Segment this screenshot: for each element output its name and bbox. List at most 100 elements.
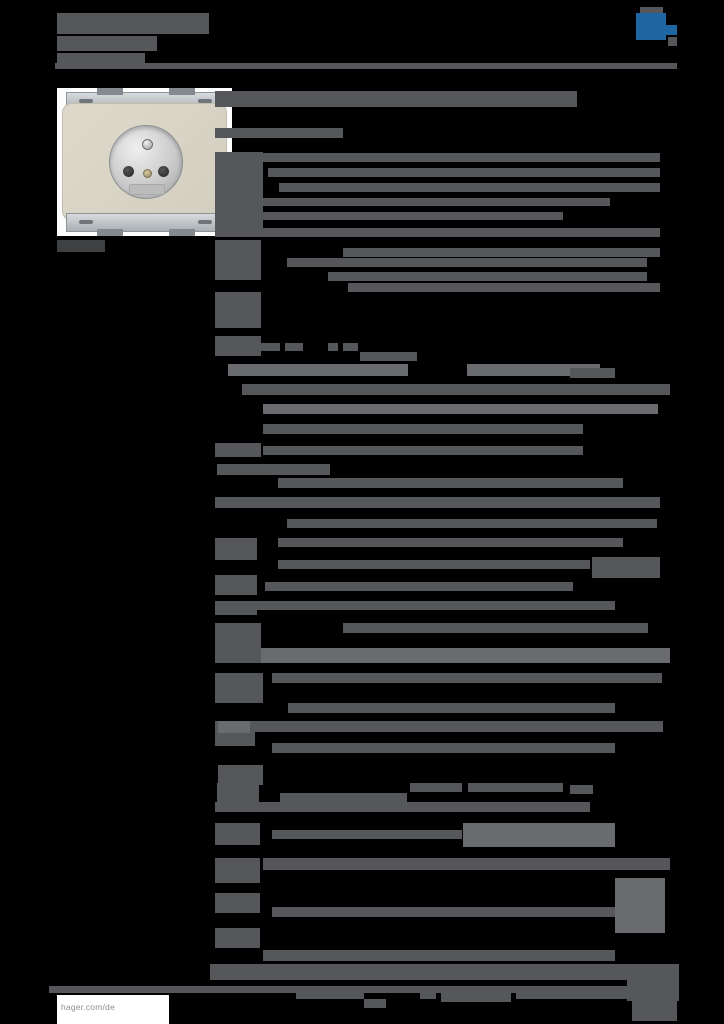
body-redacted-bar [592,557,660,578]
footer-redacted-bar [441,988,511,1002]
body-redacted-bar [215,575,257,595]
footer-redacted-bar [627,964,679,1001]
body-redacted-bar [570,368,615,378]
screw-slot [198,99,212,103]
body-redacted-bar [278,538,623,547]
earth-pin [142,139,153,150]
socket-well [109,125,183,199]
body-redacted-bar [215,497,660,508]
body-redacted-bar [280,793,407,803]
header-redacted-bar [57,13,209,34]
footer-redacted-bar [364,999,386,1008]
body-redacted-bar [242,384,670,395]
body-redacted-bar [217,464,330,475]
body-redacted-bar [328,272,647,281]
body-redacted-bar [348,283,660,292]
footer-redacted-bar [49,986,679,993]
screw-slot [79,220,93,224]
logo-mark [636,13,666,40]
body-redacted-bar [228,364,408,376]
socket-hole-left [123,166,134,177]
body-redacted-bar [268,168,660,177]
body-redacted-bar [287,519,657,528]
body-redacted-bar [263,858,670,870]
body-redacted-bar [360,352,417,361]
body-redacted-bar [328,343,338,351]
body-redacted-bar [570,785,593,794]
logo-dot [666,25,677,35]
body-redacted-bar [215,858,260,883]
body-redacted-bar [263,950,615,961]
body-redacted-bar [215,823,260,845]
body-redacted-bar [218,765,263,785]
socket-hole-right [158,166,169,177]
body-redacted-bar [285,343,303,351]
body-redacted-bar [215,240,261,280]
header-redacted-bar [55,63,677,69]
body-redacted-bar [263,198,610,206]
socket-cover-plate [62,103,227,228]
mounting-claw [97,88,123,95]
screw-slot [79,99,93,103]
body-redacted-bar [278,478,623,488]
body-redacted-bar [288,703,615,713]
body-redacted-bar [218,721,250,733]
body-redacted-bar [215,128,343,138]
product-photo [57,88,232,236]
body-redacted-bar [343,623,648,633]
mounting-claw [169,88,195,95]
body-redacted-bar [263,404,658,414]
body-redacted-bar [278,560,590,569]
body-redacted-bar [223,648,670,663]
body-redacted-bar [263,446,583,455]
body-redacted-bar [468,783,563,792]
body-redacted-bar [215,673,263,703]
body-redacted-bar [253,721,663,732]
body-redacted-bar [343,343,358,351]
body-redacted-bar [410,783,462,792]
body-redacted-bar [263,212,563,220]
body-redacted-bar [258,343,280,351]
logo-wordmark-redacted [640,7,663,13]
screw-slot [198,220,212,224]
footer-redacted-bar [420,989,436,999]
body-redacted-bar [272,830,462,839]
body-redacted-bar [215,292,261,328]
body-redacted-bar [215,601,257,615]
body-redacted-bar [215,91,577,107]
body-redacted-bar [263,153,660,162]
approval-marking [129,184,165,195]
body-redacted-bar [215,336,261,356]
body-redacted-bar [215,443,261,457]
footer-redacted-bar [296,989,364,999]
body-redacted-bar [215,538,257,560]
body-redacted-bar [272,907,615,917]
body-redacted-bar [217,783,259,805]
logo-gray-square [668,37,677,46]
body-redacted-bar [215,893,260,913]
footer-link-box: hager.com/de [57,995,169,1024]
body-redacted-bar [615,878,665,933]
body-redacted-bar [272,673,662,683]
header-redacted-bar [57,36,157,51]
body-redacted-bar [463,823,615,847]
berker-logo[interactable] [630,7,680,51]
body-redacted-bar [272,743,615,753]
socket-mounting-frame-bottom [66,213,225,236]
footer-redacted-bar [632,1001,677,1021]
body-redacted-bar [215,928,260,948]
body-redacted-bar [210,964,677,980]
body-redacted-bar [257,601,615,610]
body-redacted-bar [265,582,573,591]
body-redacted-bar [57,240,105,252]
body-redacted-bar [343,248,660,257]
mounting-claw [97,229,123,236]
body-redacted-bar [263,424,583,434]
footer-redacted-bar [516,989,634,999]
mounting-claw [169,229,195,236]
header-redacted-bar [57,53,145,63]
hager-website-link[interactable]: hager.com/de [61,1002,115,1012]
body-redacted-bar [215,228,660,237]
body-redacted-bar [215,802,590,812]
